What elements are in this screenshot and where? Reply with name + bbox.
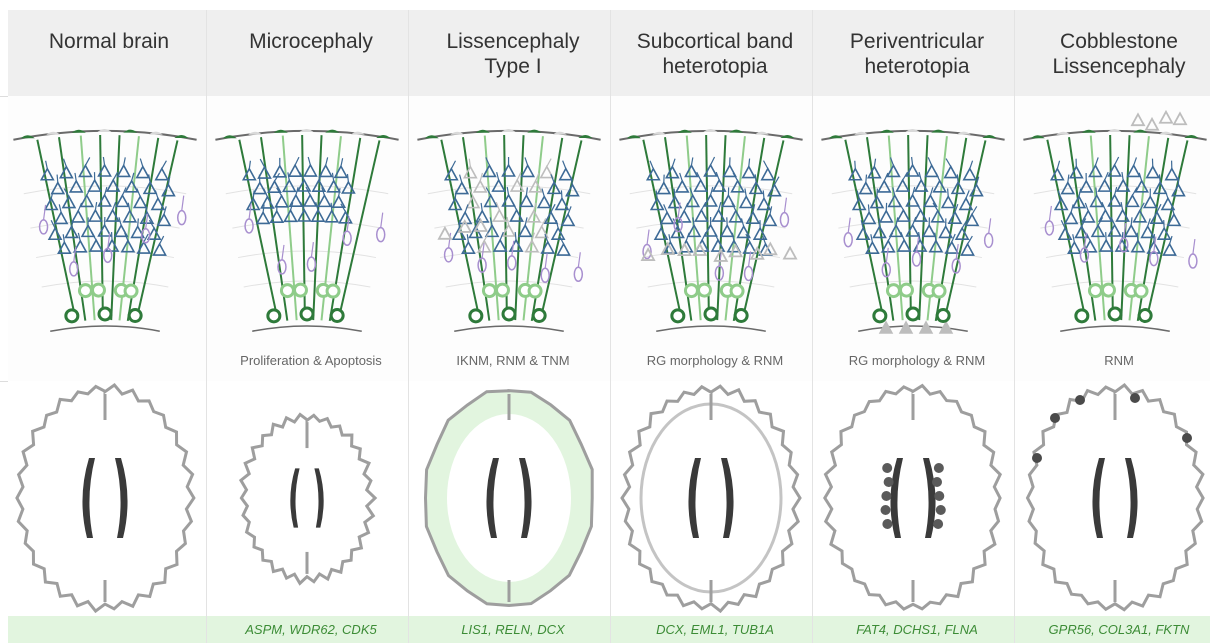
column-title-line: Type I xyxy=(446,54,579,79)
column-title-line: Subcortical band xyxy=(637,29,793,54)
column-title-line: Cobblestone xyxy=(1052,29,1185,54)
brain-section xyxy=(816,381,1010,616)
gene-list: GPR56, COL3A1, FKTN xyxy=(1018,616,1210,643)
column-divider xyxy=(408,10,409,643)
brain-section xyxy=(1018,381,1210,616)
cortex-schematic xyxy=(412,96,606,386)
brain-section xyxy=(614,381,808,616)
gene-list xyxy=(8,616,210,643)
column-title-line: heterotopia xyxy=(850,54,984,79)
column-title-line: Lissencephaly xyxy=(446,29,579,54)
gene-list: ASPM, WDR62, CDK5 xyxy=(210,616,412,643)
column-title: Microcephaly xyxy=(210,10,412,96)
gene-list: DCX, EML1, TUB1A xyxy=(614,616,816,643)
column-title-line: Lissencephaly xyxy=(1052,54,1185,79)
column-title: Normal brain xyxy=(8,10,210,96)
cortex-schematic xyxy=(210,96,404,386)
column-normal: Normal brain xyxy=(8,10,210,643)
brain-section xyxy=(412,381,606,616)
brain-section xyxy=(210,381,404,616)
column-divider xyxy=(610,10,611,643)
column-divider xyxy=(1014,10,1015,643)
column-divider xyxy=(206,10,207,643)
column-title-line: heterotopia xyxy=(637,54,793,79)
cortex-schematic xyxy=(1018,96,1210,386)
gene-list: FAT4, DCHS1, FLNA xyxy=(816,616,1018,643)
column-title-line: Normal brain xyxy=(49,29,169,54)
cortex-schematic xyxy=(816,96,1010,386)
column-title-line: Microcephaly xyxy=(249,29,373,54)
cortex-schematic xyxy=(614,96,808,386)
gene-list: LIS1, RELN, DCX xyxy=(412,616,614,643)
brain-section xyxy=(8,381,202,616)
column-title-line: Periventricular xyxy=(850,29,984,54)
column-divider xyxy=(812,10,813,643)
cortex-schematic xyxy=(8,96,202,386)
